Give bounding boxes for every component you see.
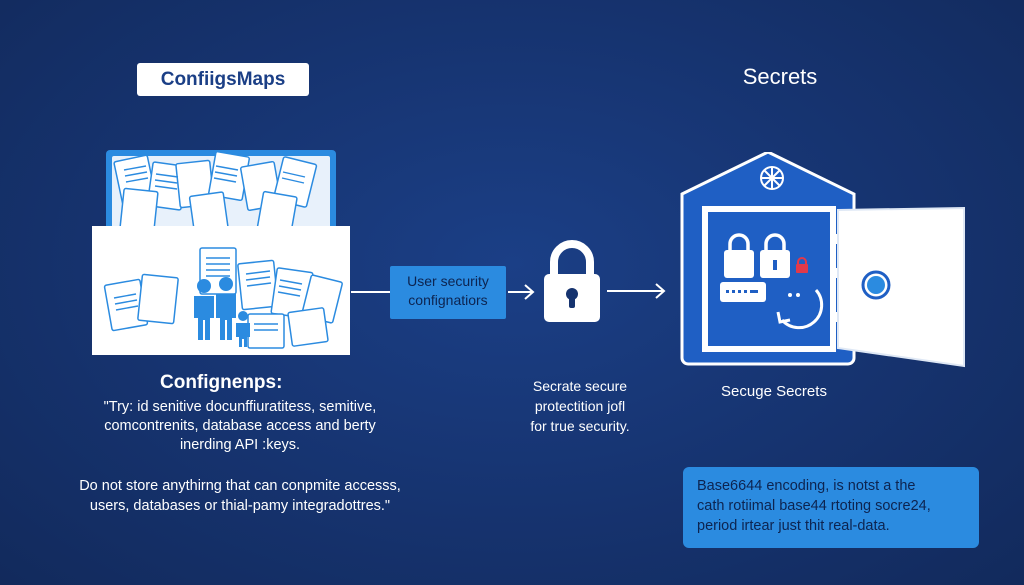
- arrow-right-icon: [607, 283, 666, 299]
- description-line: inerding API :keys.: [179, 437, 301, 453]
- arrow-right-icon: [508, 284, 535, 300]
- caption-line: protectition jofl: [534, 398, 626, 414]
- caption-line: for true security.: [530, 418, 630, 434]
- configmaps-warning: Do not store anythirng that can conpmite…: [70, 476, 410, 516]
- user-box-line: User security: [407, 273, 489, 289]
- caption-line: Secrate secure: [532, 378, 628, 394]
- people-icon: [194, 277, 250, 347]
- configmaps-title: ConfiigsMaps: [137, 63, 309, 96]
- secure-secrets-label: Secuge Secrets: [721, 383, 827, 400]
- configmaps-subtitle: Confignenps:: [160, 372, 283, 393]
- helm-icon: [760, 166, 784, 190]
- note-line: period irtear just thit real-data.: [697, 518, 890, 534]
- note-line: cath rotiimal base44 rtoting socre24,: [697, 498, 931, 514]
- folder-icon: [92, 150, 350, 355]
- secrets-title: Secrets: [742, 64, 818, 89]
- connector-line: [351, 291, 395, 293]
- description-line: comcontrenits, database access and berty: [104, 418, 376, 434]
- configmaps-description: "Try: id senitive docunffiuratitess, sem…: [70, 398, 410, 455]
- vault-icon: [680, 152, 965, 368]
- note-line: Base6644 encoding, is notst a the: [697, 478, 916, 494]
- padlock-icon: [544, 240, 600, 322]
- description-line: "Try: id senitive docunffiuratitess, sem…: [103, 399, 377, 415]
- warning-line: users, databases or thial-pamy integrado…: [89, 498, 391, 514]
- user-security-box: User security confignatiors: [390, 266, 506, 319]
- encoding-note: Base6644 encoding, is notst a the cath r…: [683, 467, 979, 548]
- middle-caption: Secrate secure protectition jofl for tru…: [510, 376, 650, 436]
- user-box-line: confignatiors: [408, 292, 488, 308]
- warning-line: Do not store anythirng that can conpmite…: [79, 478, 401, 494]
